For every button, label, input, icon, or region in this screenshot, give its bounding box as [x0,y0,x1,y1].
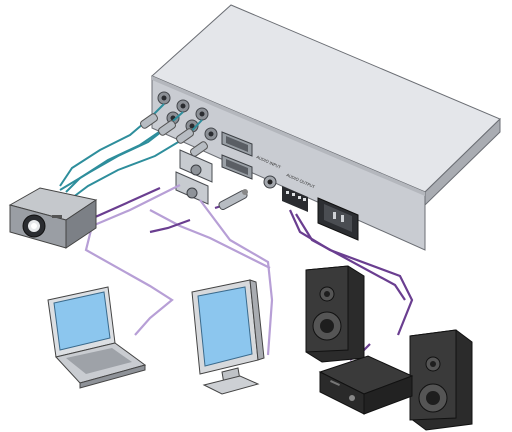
speaker-left-icon [305,265,365,363]
monitor-icon [191,279,265,395]
vga-plugs [175,149,213,205]
power-inlet [317,197,359,241]
projector-icon [8,187,98,249]
audio-plug [218,189,248,211]
amplifier-icon [318,355,414,415]
purple-cables [83,184,414,361]
laptop-icon [47,286,147,389]
switcher-device-icon: AUDIO INPUT AUDIO OUTPUT [151,4,501,251]
speaker-right-icon [409,329,473,431]
bnc-connector-row [157,91,218,141]
vga-port [221,131,253,180]
cable-plugs [140,113,208,157]
